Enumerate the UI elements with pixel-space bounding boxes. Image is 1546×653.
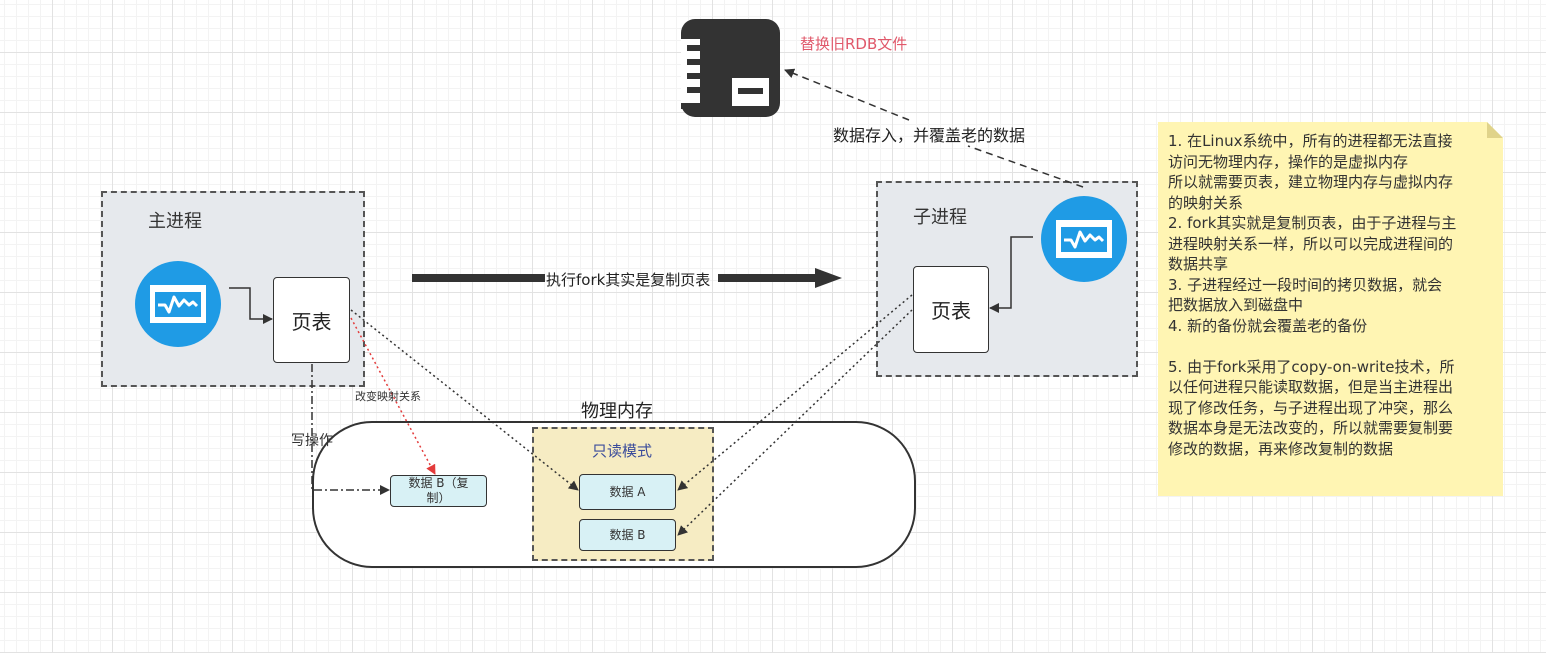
data-b-copy-line2: 制） — [426, 491, 451, 505]
note-line: 所以就需要页表，建立物理内存与虚拟内存 — [1168, 173, 1454, 191]
note-line: 4. 新的备份就会覆盖老的备份 — [1168, 316, 1368, 335]
data-a-block[interactable]: 数据 A — [579, 474, 676, 510]
note-lines: 1. 在Linux系统中，所有的进程都无法直接访问无物理内存，操作的是虚拟内存所… — [1168, 131, 1503, 459]
save-arrow-upper — [784, 68, 910, 121]
main-process-title: 主进程 — [148, 211, 202, 232]
readonly-title: 只读模式 — [592, 442, 653, 460]
rdb-file-label: 替换旧RDB文件 — [800, 35, 908, 53]
explanation-note: 1. 在Linux系统中，所有的进程都无法直接访问无物理内存，操作的是虚拟内存所… — [1158, 122, 1503, 496]
fork-arrow-label: 执行fork其实是复制页表 — [546, 271, 711, 289]
note-line: 以任何进程只能读取数据，但是当主进程出 — [1168, 378, 1454, 396]
child-process-title: 子进程 — [913, 207, 967, 228]
note-line: 的映射关系 — [1168, 193, 1244, 212]
main-process-icon — [134, 260, 222, 348]
rdb-file-icon — [680, 19, 780, 117]
note-line: 5. 由于fork采用了copy-on-write技术，所 — [1168, 357, 1455, 376]
fork-arrow-head — [815, 268, 842, 288]
note-line: 把数据放入到磁盘中 — [1168, 296, 1304, 314]
child-process-icon — [1040, 195, 1128, 283]
physical-memory-title: 物理内存 — [581, 401, 653, 422]
write-op-label: 写操作 — [291, 433, 333, 449]
note-line: 访问无物理内存，操作的是虚拟内存 — [1168, 152, 1409, 171]
note-fold-corner — [1487, 122, 1503, 138]
note-line: 数据共享 — [1168, 255, 1229, 273]
note-line: 3. 子进程经过一段时间的拷贝数据，就会 — [1168, 275, 1443, 294]
note-line: 2. fork其实就是复制页表，由于子进程与主 — [1168, 214, 1457, 232]
note-line: 数据本身是无法改变的，所以就需要复制要 — [1168, 419, 1454, 437]
save-arrow-label: 数据存入，并覆盖老的数据 — [833, 126, 1026, 145]
note-line: 进程映射关系一样，所以可以完成进程间的 — [1168, 234, 1454, 253]
data-b-block[interactable]: 数据 B — [579, 519, 676, 551]
change-mapping-label: 改变映射关系 — [355, 390, 421, 403]
note-line — [1168, 336, 1503, 357]
note-line: 修改的数据，再来修改复制的数据 — [1168, 439, 1394, 458]
data-b-copy-line1: 数据 B（复 — [408, 476, 469, 490]
main-page-table[interactable]: 页表 — [273, 277, 350, 363]
note-line: 1. 在Linux系统中，所有的进程都无法直接 — [1168, 132, 1453, 150]
child-page-table[interactable]: 页表 — [913, 266, 989, 353]
note-line: 现了修改任务，与子进程出现了冲突，那么 — [1168, 398, 1454, 417]
data-b-copy-block[interactable]: 数据 B（复 制） — [390, 475, 487, 507]
